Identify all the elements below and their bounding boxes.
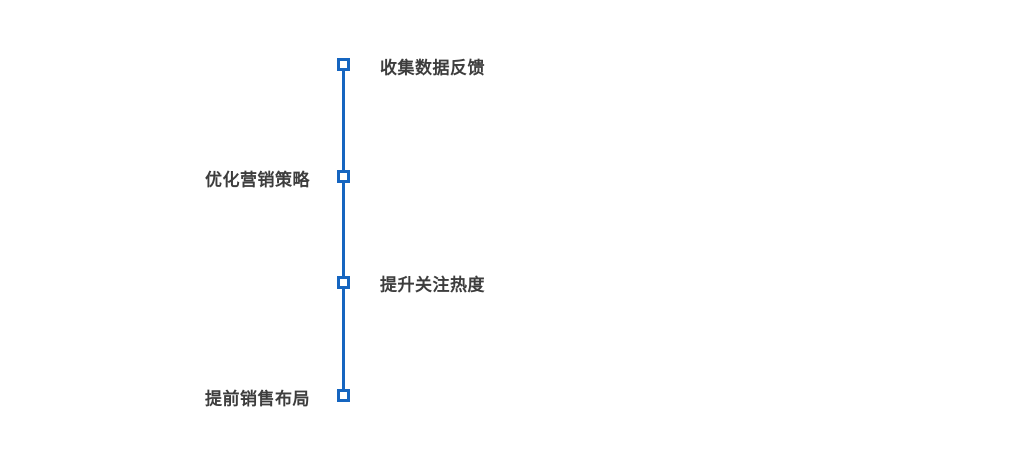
timeline-node-marker-1[interactable] (337, 58, 350, 71)
timeline-node-marker-2[interactable] (337, 170, 350, 183)
timeline-node-marker-4[interactable] (337, 389, 350, 402)
timeline-node-label-1[interactable]: 收集数据反馈 (380, 58, 485, 78)
timeline-node-label-4[interactable]: 提前销售布局 (205, 389, 310, 409)
timeline-node-label-3[interactable]: 提升关注热度 (380, 275, 485, 295)
timeline-node-marker-3[interactable] (337, 276, 350, 289)
timeline-axis-line (342, 65, 345, 396)
timeline-node-label-2[interactable]: 优化营销策略 (205, 170, 310, 190)
